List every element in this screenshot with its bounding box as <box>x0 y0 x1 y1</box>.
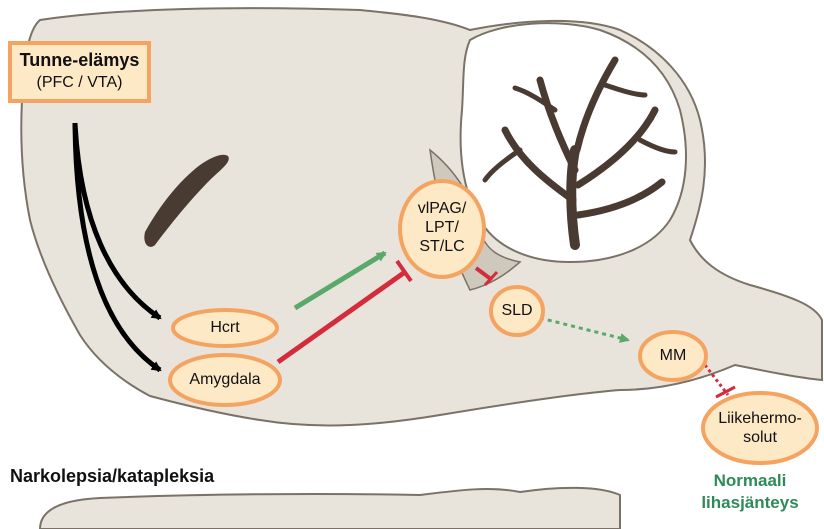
source-subtitle: (PFC / VTA) <box>12 74 147 92</box>
source-box: Tunne-elämys (PFC / VTA) <box>8 41 151 103</box>
result-line-2: lihasjänteys <box>680 492 820 514</box>
result-line-1: Normaali <box>680 470 820 492</box>
label-hcrt: Hcrt <box>173 318 277 337</box>
label-vlpag-line-1: vlPAG/ <box>400 199 484 218</box>
label-vlpag-line-3: ST/LC <box>400 237 484 256</box>
label-vlpag: vlPAG/ LPT/ ST/LC <box>400 199 484 256</box>
label-sld: SLD <box>491 301 543 320</box>
label-motor-neurons: Liikehermo- solut <box>703 409 817 447</box>
label-amygdala: Amygdala <box>170 370 280 389</box>
brain-silhouette-lower <box>40 488 620 529</box>
label-motor-line-1: Liikehermo- <box>703 409 817 428</box>
result-label: Normaali lihasjänteys <box>680 470 820 514</box>
section-heading: Narkolepsia/katapleksia <box>10 466 214 487</box>
label-vlpag-line-2: LPT/ <box>400 218 484 237</box>
label-mm: MM <box>640 346 706 365</box>
label-motor-line-2: solut <box>703 428 817 447</box>
source-title: Tunne-elämys <box>12 50 147 71</box>
